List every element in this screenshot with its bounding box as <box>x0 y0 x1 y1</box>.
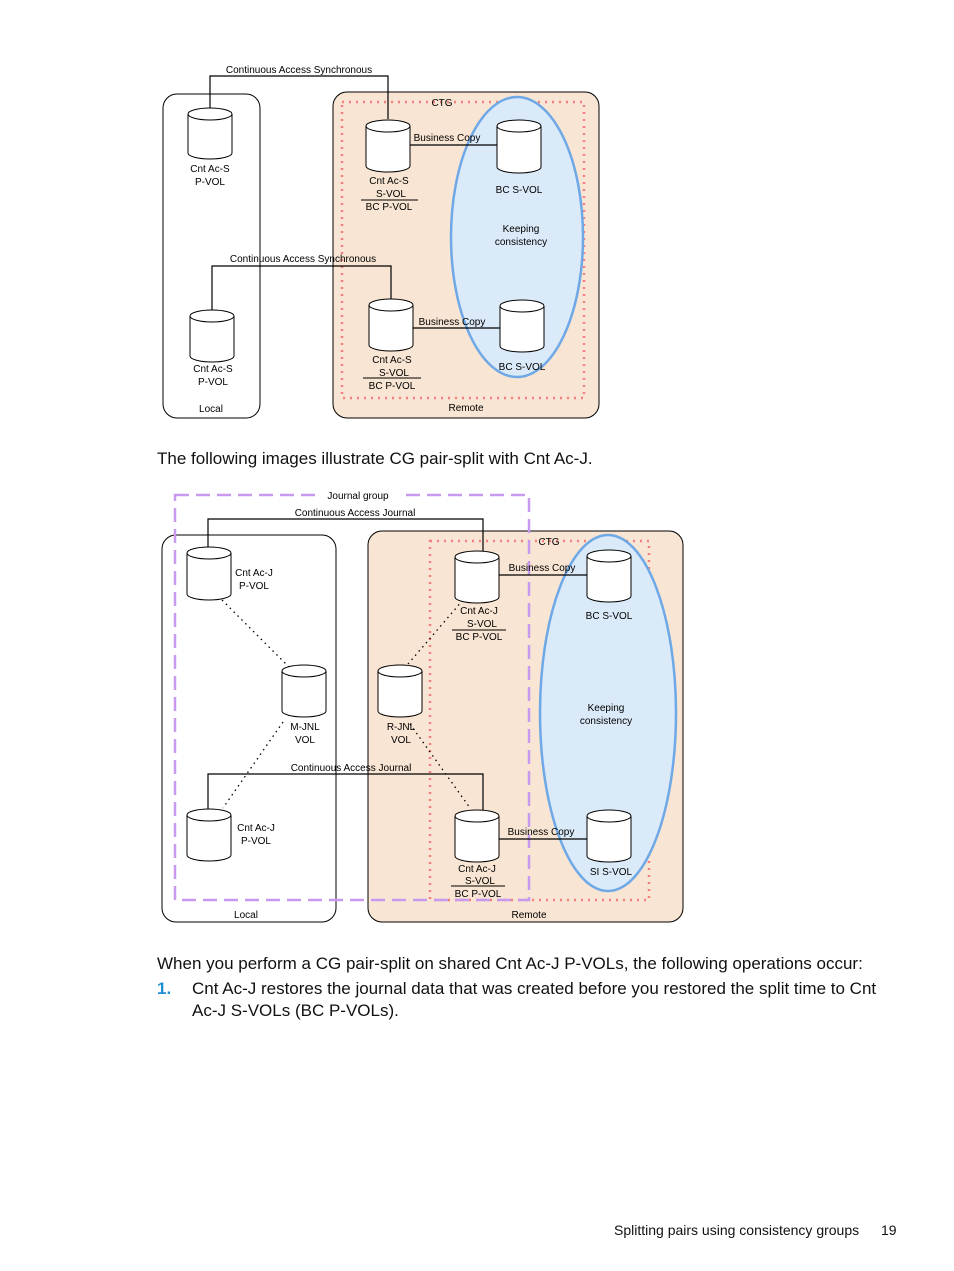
cylinder-remote-svol-2 <box>368 298 414 352</box>
fig2-remote-svol-1-line3: BC P-VOL <box>456 632 503 643</box>
dotted-path-rjnl-svol2 <box>409 723 471 809</box>
fig2-cylinder-remote-svol-1 <box>454 550 500 604</box>
figure-cnt-ac-s-diagram: Continuous Access Synchronous Continuous… <box>162 65 600 419</box>
fig2-local-pvol-1-line1: Cnt Ac-J <box>235 568 273 579</box>
fig2-rjnl-line2: VOL <box>391 735 411 746</box>
fig1-bc-svol-2: BC S-VOL <box>499 362 546 373</box>
fig1-local-label: Local <box>199 404 223 415</box>
cylinder-bc-svol-2 <box>499 299 545 353</box>
fig2-local-pvol-1-line2: P-VOL <box>239 581 269 592</box>
fig1-ctg-label: CTG <box>431 98 452 109</box>
fig2-ctg-label: CTG <box>538 537 559 548</box>
figure-cnt-ac-j-diagram: Journal group Continuous Access Journal … <box>161 488 684 923</box>
fig2-remote-label: Remote <box>511 910 546 921</box>
fig2-ctg-boundary <box>428 539 651 902</box>
fig2-remote-svol-2-line1: Cnt Ac-J <box>458 864 496 875</box>
fig2-remote-svol-1-line2: S-VOL <box>467 619 497 630</box>
cylinder-remote-svol-1 <box>365 119 411 173</box>
fig1-business-copy-1: Business Copy <box>414 133 481 144</box>
operations-intro-paragraph: When you perform a CG pair-split on shar… <box>157 954 863 973</box>
fig2-journal-group-label: Journal group <box>327 491 389 502</box>
cylinder-local-pvol-2 <box>189 309 235 363</box>
journal-link-top <box>207 518 484 553</box>
dotted-path-mjnl-pvol2 <box>222 721 284 809</box>
sync-link-bottom <box>211 265 392 310</box>
footer-page-number: 19 <box>881 1222 897 1238</box>
fig1-remote-svol-2-line2: S-VOL <box>379 368 409 379</box>
fig1-remote-svol-1-line2: S-VOL <box>376 189 406 200</box>
intro-paragraph: The following images illustrate CG pair-… <box>157 449 593 468</box>
fig2-business-copy-2: Business Copy <box>508 827 575 838</box>
fig2-cylinder-si-svol <box>586 809 632 863</box>
journal-link-bottom <box>207 773 484 814</box>
fig2-remote-svol-2-line3: BC P-VOL <box>455 889 502 900</box>
fig1-local-pvol-1-line1: Cnt Ac-S <box>190 164 230 175</box>
fig1-keeping-line1: Keeping <box>503 224 540 235</box>
fig2-local-label: Local <box>234 910 258 921</box>
fig2-keeping-line2: consistency <box>580 716 632 727</box>
fig2-mjnl-line1: M-JNL <box>290 722 320 733</box>
step-1-number: 1. <box>157 979 172 998</box>
fig1-local-pvol-2-line2: P-VOL <box>198 377 228 388</box>
ctg-boundary <box>340 100 586 400</box>
fig2-link-bottom-label: Continuous Access Journal <box>291 763 412 774</box>
journal-group-label-bg <box>316 488 406 502</box>
fig2-bc-svol: BC S-VOL <box>586 611 633 622</box>
fig1-remote-svol-1-line1: Cnt Ac-S <box>369 176 409 187</box>
fig1-local-pvol-1-line2: P-VOL <box>195 177 225 188</box>
fig2-keeping-line1: Keeping <box>588 703 625 714</box>
footer-section-title: Splitting pairs using consistency groups <box>614 1222 860 1238</box>
fig2-local-pvol-2-line2: P-VOL <box>241 836 271 847</box>
sync-link-top <box>209 75 389 119</box>
fig2-si-svol: SI S-VOL <box>590 867 633 878</box>
fig1-remote-svol-2-line1: Cnt Ac-S <box>372 355 412 366</box>
fig1-remote-svol-1-line3: BC P-VOL <box>366 202 413 213</box>
fig2-cylinder-remote-svol-2 <box>454 809 500 863</box>
fig2-remote-svol-2-line2: S-VOL <box>465 876 495 887</box>
fig2-consistency-ellipse <box>538 533 678 893</box>
fig2-cylinder-local-pvol-2 <box>186 808 232 862</box>
fig1-bc-svol-1: BC S-VOL <box>496 185 543 196</box>
fig2-cylinder-local-pvol-1 <box>186 546 232 601</box>
fig2-remote-svol-1-line1: Cnt Ac-J <box>460 606 498 617</box>
step-1-text: Cnt Ac-J restores the journal data that … <box>192 979 877 1020</box>
fig2-cylinder-rjnl <box>377 664 423 718</box>
fig1-remote-label: Remote <box>448 403 483 414</box>
fig1-business-copy-2: Business Copy <box>419 317 486 328</box>
fig2-rjnl-line1: R-JNL <box>387 722 416 733</box>
fig1-keeping-line2: consistency <box>495 237 547 248</box>
cylinder-bc-svol-1 <box>496 119 542 174</box>
fig1-local-pvol-2-line1: Cnt Ac-S <box>193 364 233 375</box>
fig2-business-copy-1: Business Copy <box>509 563 576 574</box>
fig1-link-bottom-label: Continuous Access Synchronous <box>230 254 376 265</box>
fig1-link-top-label: Continuous Access Synchronous <box>226 65 372 76</box>
consistency-ellipse <box>449 95 585 379</box>
local-site-box <box>162 93 261 419</box>
fig2-link-top-label: Continuous Access Journal <box>295 508 416 519</box>
cylinder-local-pvol-1 <box>187 107 233 160</box>
fig2-local-pvol-2-line1: Cnt Ac-J <box>237 823 275 834</box>
fig1-remote-svol-2-line3: BC P-VOL <box>369 381 416 392</box>
fig2-mjnl-line2: VOL <box>295 735 315 746</box>
fig2-cylinder-mjnl <box>281 664 327 718</box>
fig2-cylinder-bc-svol <box>586 549 632 603</box>
